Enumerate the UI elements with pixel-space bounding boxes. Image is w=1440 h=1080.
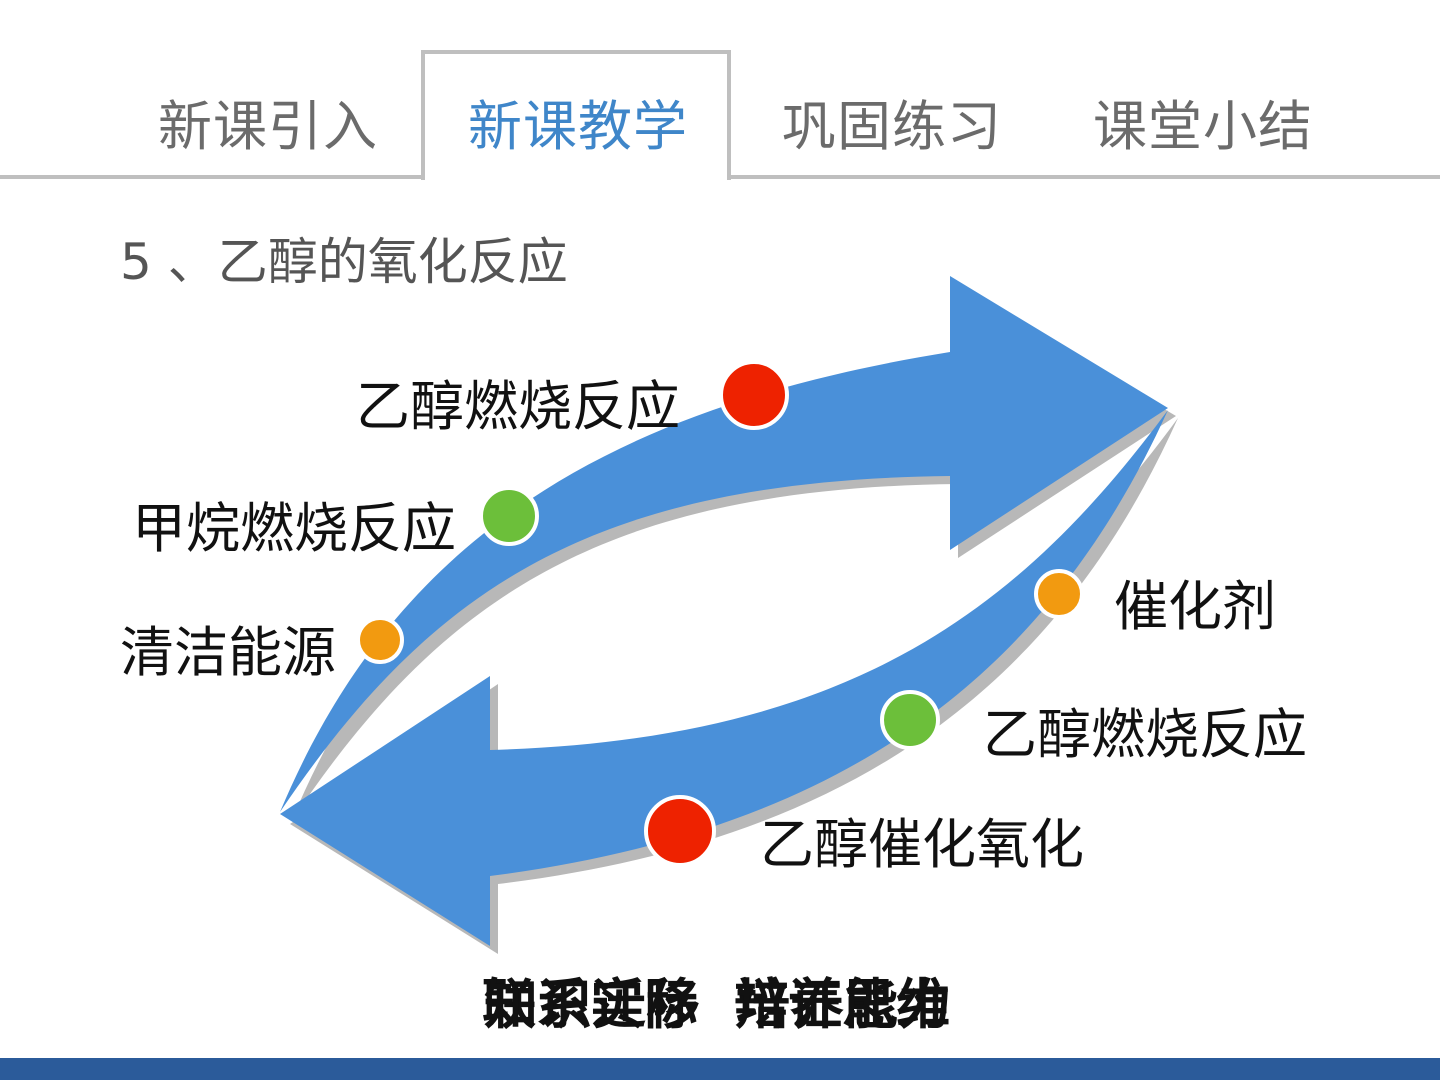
label-methane-combustion: 甲烷燃烧反应 (132, 497, 456, 560)
orange-dot-upper (356, 616, 404, 664)
label-ethanol-catalytic-oxidation: 乙醇催化氧化 (760, 813, 1084, 876)
overlap-text-2: 辩证思维 (734, 973, 950, 1036)
label-ethanol-combustion-upper: 乙醇燃烧反应 (356, 375, 680, 438)
label-clean-energy: 清洁能源 (120, 621, 336, 684)
label-ethanol-combustion-lower: 乙醇燃烧反应 (983, 703, 1307, 766)
green-dot-lower (880, 690, 940, 750)
footer-bar (0, 1058, 1440, 1080)
red-dot-lower (644, 795, 716, 867)
green-dot-upper (479, 486, 539, 546)
orange-dot-lower (1034, 569, 1084, 619)
tab-teaching[interactable]: 新课教学 (468, 95, 688, 158)
lower-arrow (280, 410, 1168, 946)
tab-intro[interactable]: 新课引入 (158, 95, 378, 158)
section-title: 5 、乙醇的氧化反应 (120, 233, 568, 291)
tab-summary[interactable]: 课堂小结 (1093, 95, 1313, 158)
active-tab-frame (421, 50, 731, 180)
red-dot-upper (719, 360, 789, 430)
upper-arrow (280, 276, 1168, 812)
overlap-text-1: 联系实际 (482, 973, 698, 1036)
tab-practice[interactable]: 巩固练习 (782, 95, 1002, 158)
overlap-text-4: 培养能力 (736, 973, 952, 1036)
overlap-text-3: 知识迁移 (484, 973, 700, 1036)
label-catalyst: 催化剂 (1114, 575, 1276, 638)
